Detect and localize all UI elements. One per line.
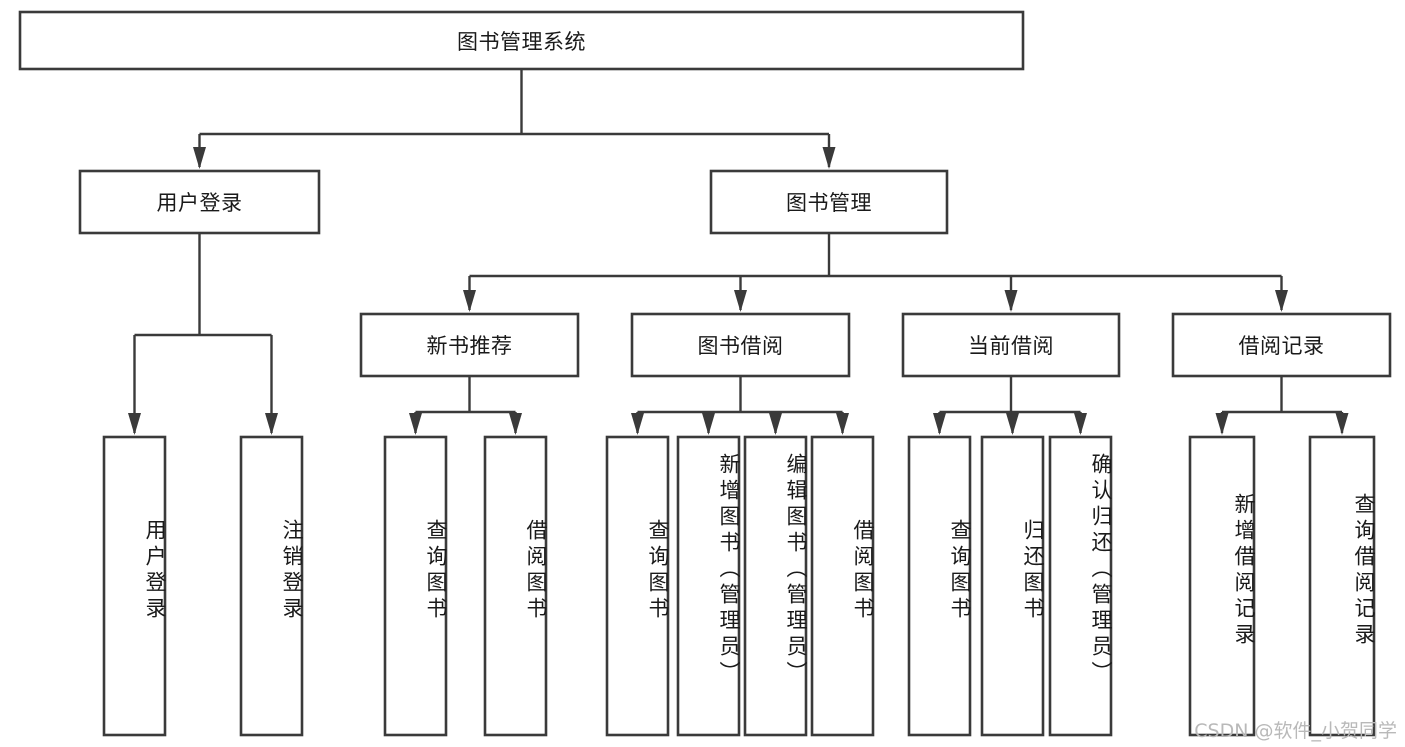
node-box-leaf-confirm-return-admin[interactable]	[1048, 435, 1113, 737]
node-box-leaf-user-login[interactable]	[102, 435, 167, 737]
node-box-leaf-edit-book-admin[interactable]	[743, 435, 808, 737]
node-box-leaf-query-book-cur[interactable]	[907, 435, 972, 737]
connector-layer	[128, 69, 1349, 435]
arrow-book-manage-to-book-borrow	[734, 290, 747, 312]
node-box-book-borrow[interactable]	[630, 312, 851, 378]
arrow-book-borrow-to-leaf-edit-book-admin	[769, 413, 782, 435]
arrow-root-to-book-manage	[822, 147, 836, 169]
arrow-root-to-user-login	[193, 147, 206, 169]
arrow-book-manage-to-new-book-recommend	[463, 290, 476, 312]
node-box-leaf-query-book-borrow[interactable]	[605, 435, 670, 737]
arrow-borrow-record-to-leaf-add-borrow-record	[1215, 413, 1229, 435]
node-box-leaf-return-book[interactable]	[980, 435, 1045, 737]
arrow-current-borrow-to-leaf-confirm-return-admin	[1074, 413, 1087, 435]
arrow-new-book-recommend-to-leaf-borrow-book-rec	[509, 413, 522, 435]
arrow-current-borrow-to-leaf-return-book	[1006, 413, 1019, 435]
node-box-borrow-record[interactable]	[1171, 312, 1392, 378]
node-box-leaf-query-book-rec[interactable]	[383, 435, 448, 737]
arrow-book-borrow-to-leaf-query-book-borrow	[631, 413, 644, 435]
node-box-leaf-add-borrow-record[interactable]	[1188, 435, 1256, 737]
arrow-book-manage-to-current-borrow	[1004, 290, 1018, 312]
node-box-leaf-borrow-book[interactable]	[810, 435, 875, 737]
arrow-borrow-record-to-leaf-query-borrow-record	[1335, 413, 1349, 435]
arrow-book-manage-to-borrow-record	[1275, 290, 1288, 312]
arrow-new-book-recommend-to-leaf-query-book-rec	[409, 413, 422, 435]
node-box-root[interactable]	[18, 10, 1025, 71]
node-box-leaf-borrow-book-rec[interactable]	[483, 435, 548, 737]
node-box-book-manage[interactable]	[709, 169, 949, 235]
node-box-new-book-recommend[interactable]	[359, 312, 580, 378]
node-box-user-login[interactable]	[78, 169, 321, 235]
arrow-user-login-to-leaf-user-login	[128, 413, 141, 435]
node-box-current-borrow[interactable]	[901, 312, 1121, 378]
node-box-leaf-query-borrow-record[interactable]	[1308, 435, 1376, 737]
node-box-leaf-add-book-admin[interactable]	[676, 435, 741, 737]
arrow-user-login-to-leaf-logout	[265, 413, 278, 435]
node-box-leaf-logout[interactable]	[239, 435, 304, 737]
node-box-layer	[18, 10, 1392, 737]
arrow-book-borrow-to-leaf-add-book-admin	[702, 413, 715, 435]
arrow-book-borrow-to-leaf-borrow-book	[836, 413, 849, 435]
arrow-current-borrow-to-leaf-query-book-cur	[933, 413, 946, 435]
